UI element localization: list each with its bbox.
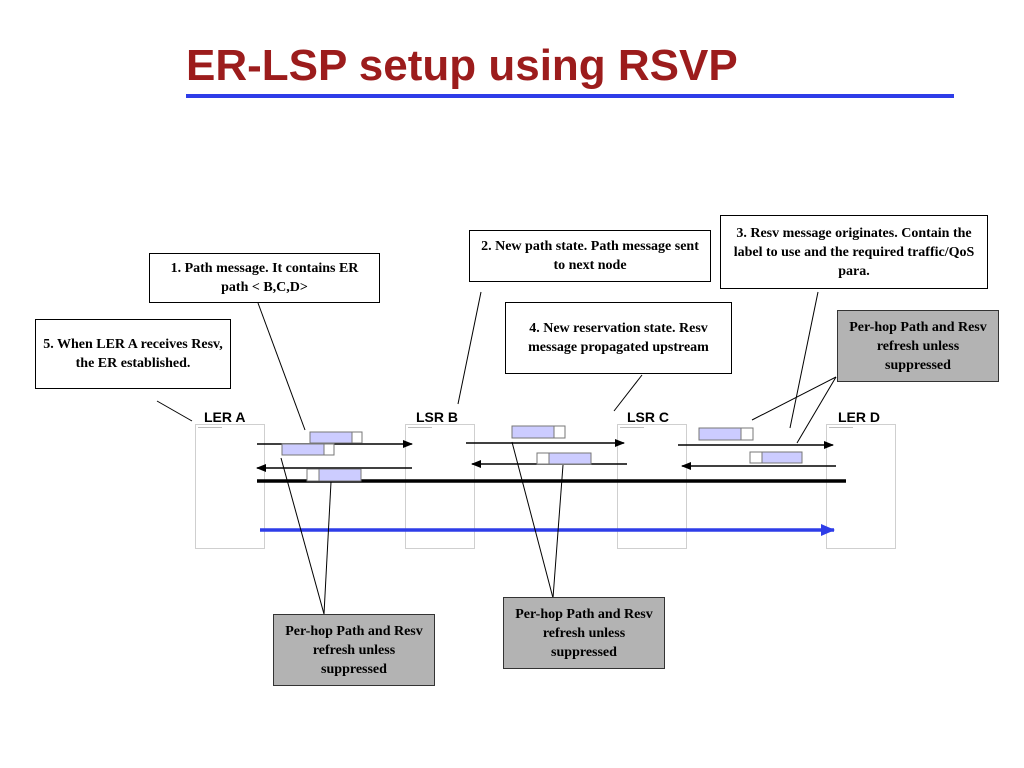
connector-refresh-right-a bbox=[751, 376, 837, 421]
callout-new-reservation-state: 4. New reservation state. Resv message p… bbox=[505, 302, 732, 374]
node-box-lsr-b bbox=[405, 424, 475, 549]
packet-resv-a bbox=[306, 468, 362, 482]
connector-callout-1 bbox=[257, 302, 306, 431]
callout-new-path-state: 2. New path state. Path message sent to … bbox=[469, 230, 711, 282]
callout-ler-a-receives: 5. When LER A receives Resv, the ER esta… bbox=[35, 319, 231, 389]
callout-resv-originates: 3. Resv message originates. Contain the … bbox=[720, 215, 988, 289]
packet-resv-c bbox=[749, 451, 803, 464]
callout-path-message: 1. Path message. It contains ER path < B… bbox=[149, 253, 380, 303]
connector-callout-2 bbox=[457, 291, 482, 405]
callout-refresh-bottom-left: Per-hop Path and Resv refresh unless sup… bbox=[273, 614, 435, 686]
node-label-ler-a: LER A bbox=[204, 409, 246, 425]
connector-refresh-left-a bbox=[280, 457, 325, 615]
title-underline bbox=[186, 94, 954, 98]
node-box-ler-d bbox=[826, 424, 896, 549]
connector-refresh-left-b bbox=[323, 481, 332, 615]
packet-path-b bbox=[511, 425, 566, 439]
connector-callout-5 bbox=[156, 400, 193, 422]
node-box-ler-a bbox=[195, 424, 265, 549]
callout-refresh-right: Per-hop Path and Resv refresh unless sup… bbox=[837, 310, 999, 382]
connector-callout-4 bbox=[613, 374, 643, 412]
connector-refresh-right-b bbox=[796, 376, 837, 444]
connector-callout-3 bbox=[789, 291, 819, 429]
node-label-lsr-c: LSR C bbox=[627, 409, 669, 425]
node-label-lsr-b: LSR B bbox=[416, 409, 458, 425]
packet-path-a2 bbox=[281, 443, 335, 456]
slide-title: ER-LSP setup using RSVP bbox=[186, 41, 738, 90]
node-label-ler-d: LER D bbox=[838, 409, 880, 425]
packet-path-c bbox=[698, 427, 754, 441]
connector-refresh-middle-a bbox=[511, 441, 554, 599]
node-box-lsr-c bbox=[617, 424, 687, 549]
packet-resv-b bbox=[536, 452, 592, 465]
packet-path-a1 bbox=[309, 431, 363, 444]
connector-refresh-middle-b bbox=[552, 464, 564, 599]
callout-refresh-bottom-middle: Per-hop Path and Resv refresh unless sup… bbox=[503, 597, 665, 669]
